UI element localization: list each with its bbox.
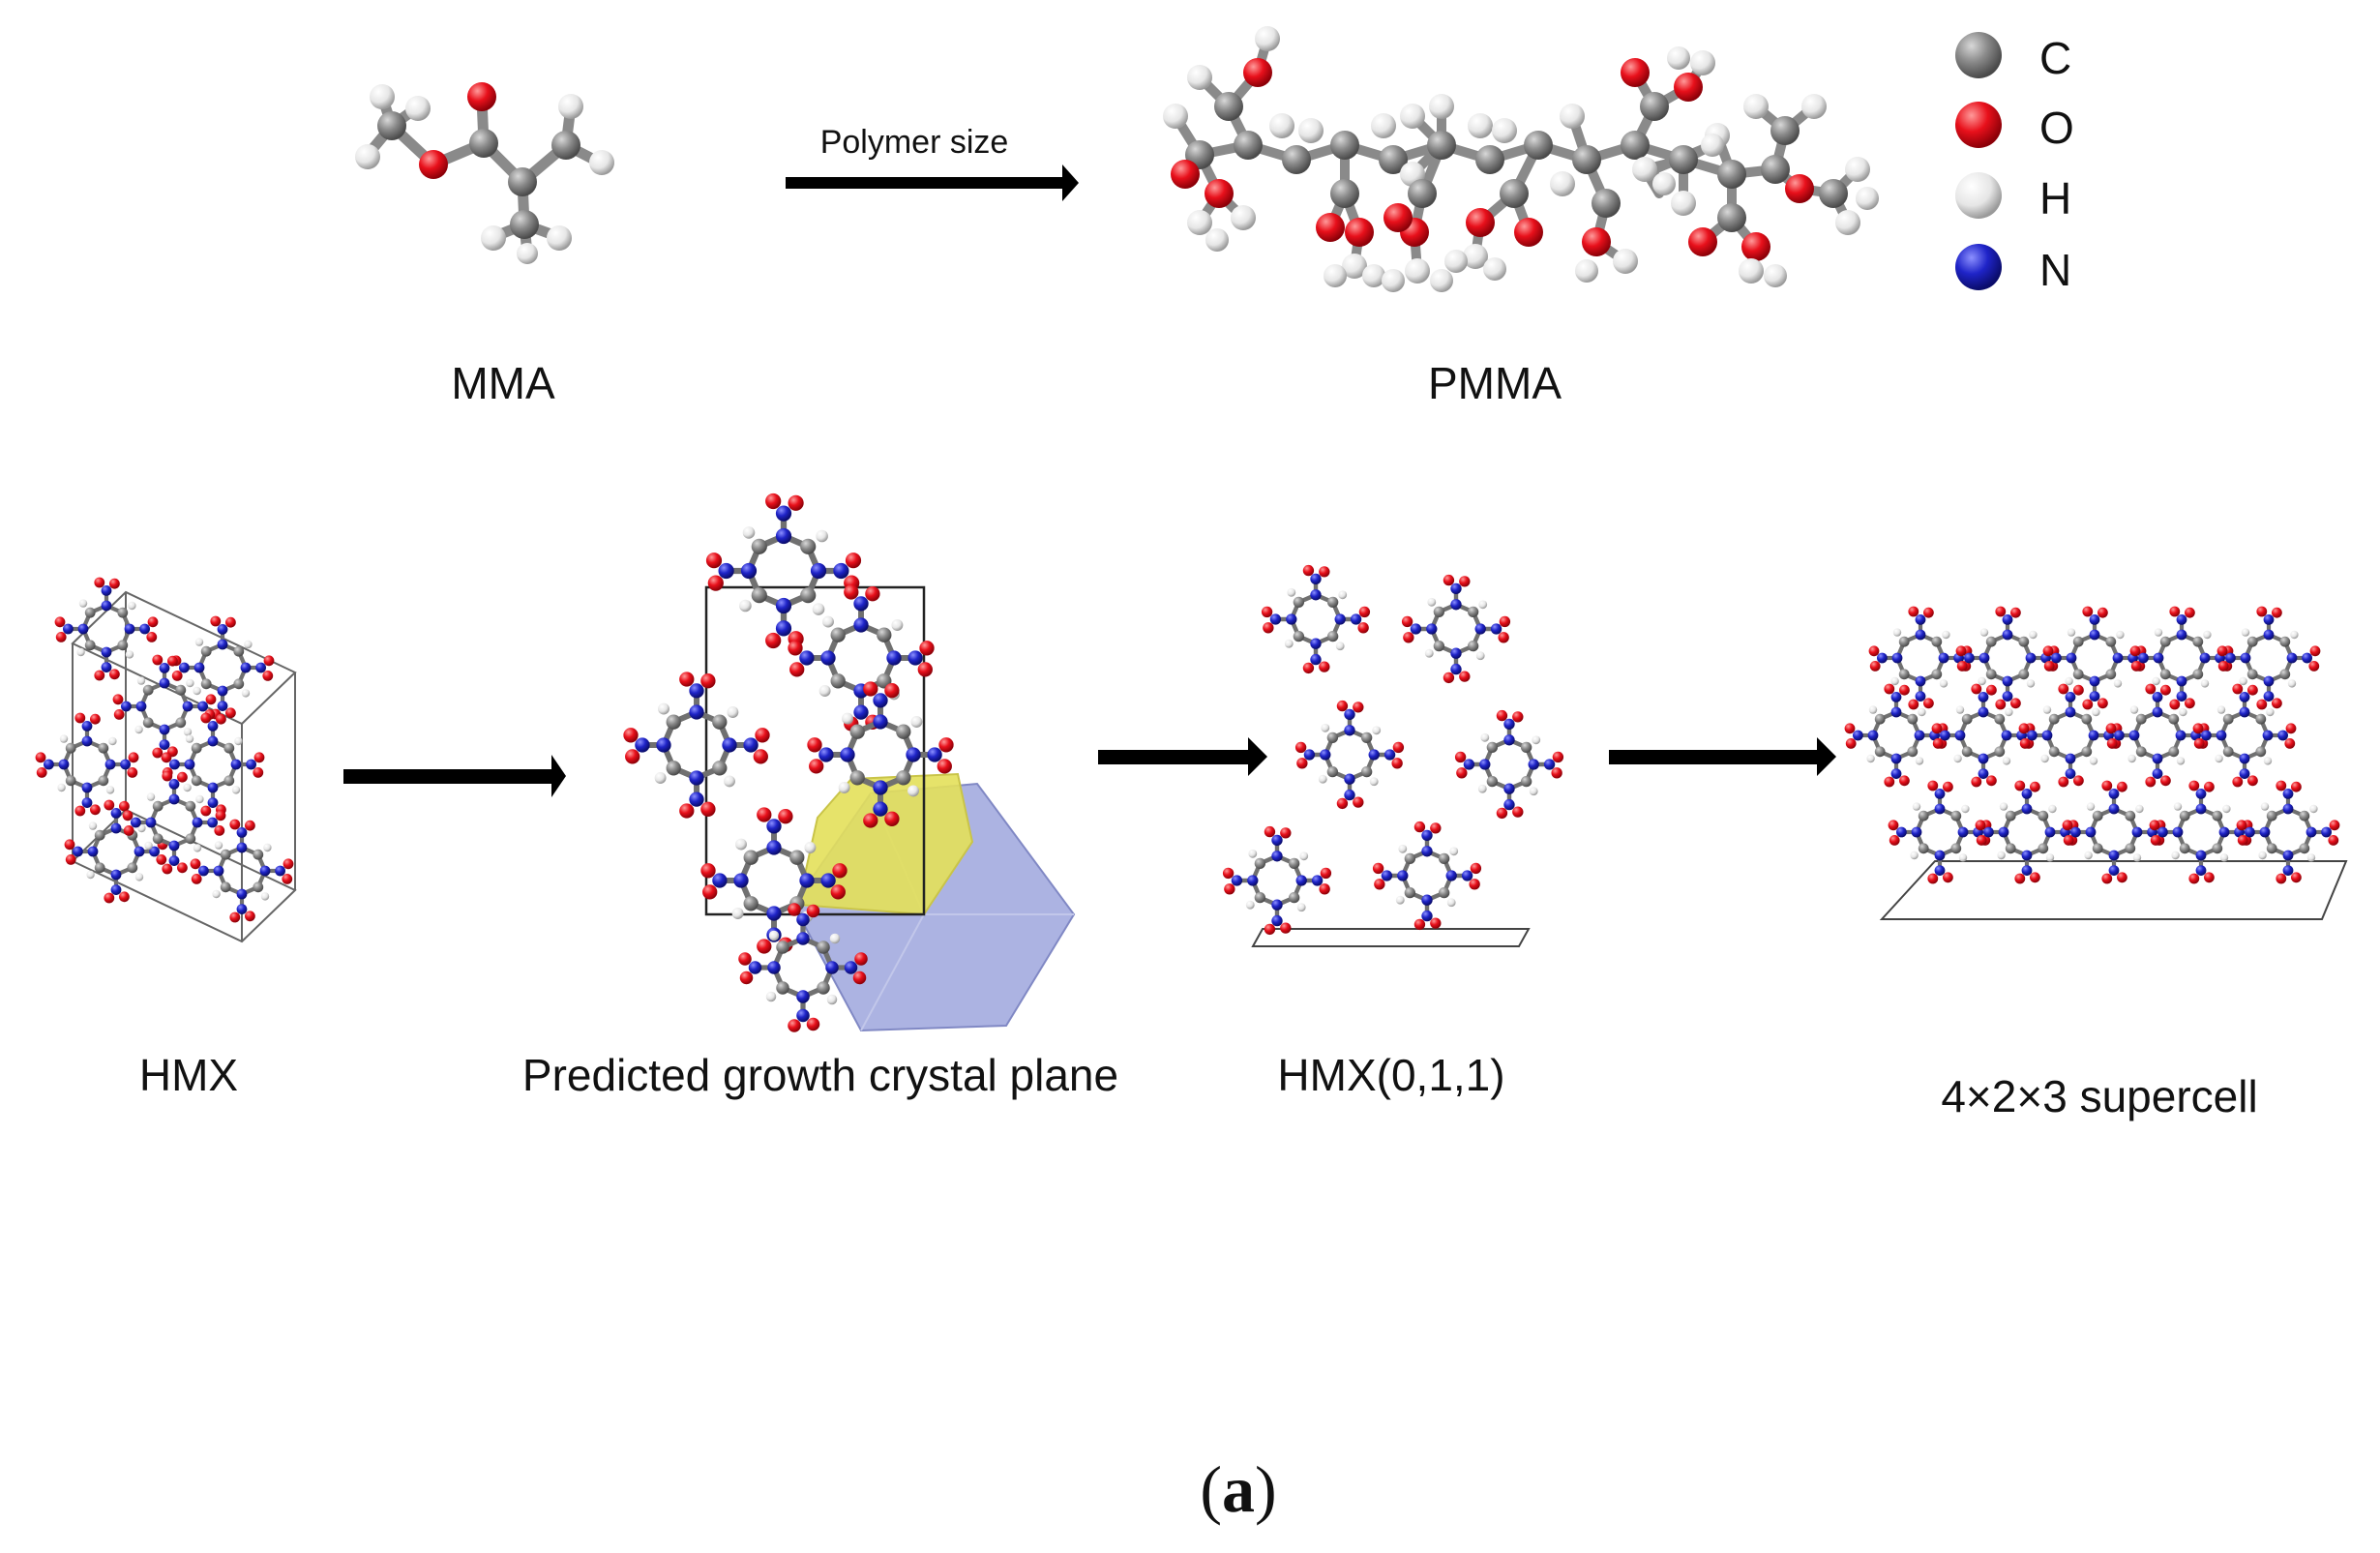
pmma-label: PMMA [1428,358,1562,408]
arrow-plane-to-surface [1098,737,1267,776]
legend-label-h: H [2039,173,2072,224]
predicted-growth-plane-model [623,493,1076,1032]
hmx-unit-cell [36,578,297,943]
legend-oxygen-sphere [1955,102,2002,148]
legend-nitrogen-sphere [1955,244,2002,290]
arrow-mma-to-pmma [786,164,1079,201]
panel-close-paren: ) [1255,1452,1277,1526]
panel-open-paren: ( [1200,1452,1222,1526]
legend-label-o: O [2039,103,2074,153]
supercell-label: 4×2×3 supercell [1941,1071,2258,1121]
hmx-label: HMX [138,1050,239,1100]
mma-label: MMA [451,358,555,408]
arrow-hmx-to-plane [343,755,566,797]
pmma-polymer [1163,26,1879,292]
panel-label: (a) [1200,1456,1276,1522]
legend-label-c: C [2039,33,2072,83]
legend-carbon-sphere [1955,32,2002,78]
hmx-011-label: HMX(0,1,1) [1277,1050,1505,1100]
panel-letter: a [1222,1452,1255,1526]
predicted-plane-label: Predicted growth crystal plane [521,1050,1119,1100]
arrow-surface-to-supercell [1609,737,1836,776]
element-legend [1955,32,2002,290]
legend-hydrogen-sphere [1955,172,2002,219]
mma-molecule [355,82,614,264]
hmx-011-surface [1223,565,1563,947]
supercell-slab [1845,607,2348,920]
legend-label-n: N [2039,245,2072,295]
polymer-size-label: Polymer size [819,124,1009,161]
